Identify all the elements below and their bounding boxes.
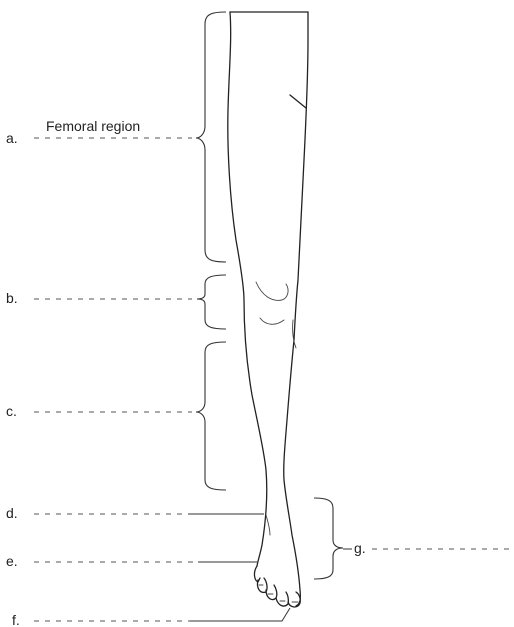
label-g: g. bbox=[354, 540, 366, 556]
toe-3 bbox=[276, 592, 288, 606]
foot-outline bbox=[254, 566, 260, 582]
femoral-region-text: Femoral region bbox=[46, 118, 140, 134]
leg-illustration bbox=[228, 12, 308, 607]
hip-crease bbox=[290, 95, 306, 108]
brace-c bbox=[196, 342, 226, 490]
knee-lower-detail bbox=[260, 318, 284, 324]
label-a: a. bbox=[6, 130, 18, 146]
knee-outline bbox=[256, 282, 288, 300]
label-b: b. bbox=[6, 290, 18, 306]
label-f: f. bbox=[12, 612, 20, 627]
label-c: c. bbox=[6, 403, 17, 419]
leader-f-solid bbox=[190, 608, 290, 621]
label-e: e. bbox=[6, 553, 18, 569]
toe-big bbox=[288, 592, 300, 607]
label-d: d. bbox=[6, 505, 18, 521]
brace-b bbox=[197, 275, 226, 329]
leg-medial-outline bbox=[228, 12, 267, 566]
brace-g bbox=[314, 498, 343, 579]
leg-lateral-outline bbox=[284, 12, 308, 606]
brace-a-femoral bbox=[196, 12, 226, 262]
ankle-detail bbox=[266, 515, 270, 535]
